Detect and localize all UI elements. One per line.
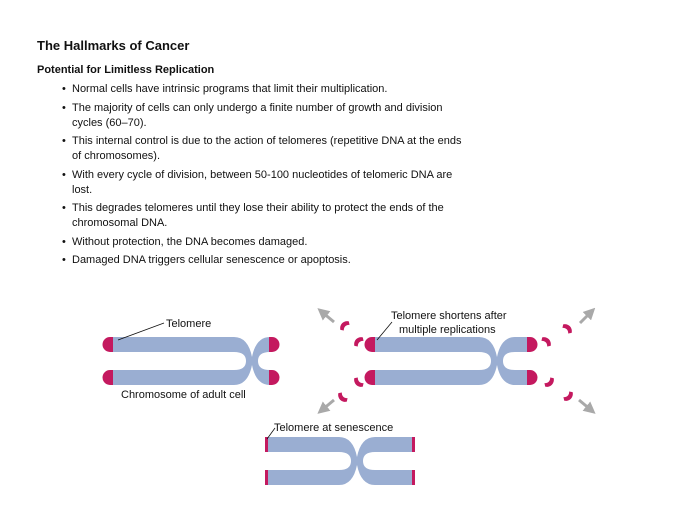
slide-title: The Hallmarks of Cancer <box>37 38 190 53</box>
telomere-fragment <box>563 391 573 401</box>
telomere-cap <box>265 437 268 452</box>
telomere-pointer-line <box>376 321 393 341</box>
label-telomere: Telomere <box>166 318 211 330</box>
slide-subtitle: Potential for Limitless Replication <box>37 64 215 76</box>
chromosome-body <box>265 437 415 485</box>
chromosome-body <box>372 337 530 385</box>
telomere-cap <box>102 337 113 352</box>
telomere-pointer-line <box>117 322 165 341</box>
telomere-fragment <box>340 321 350 331</box>
telomere-cap <box>269 337 280 352</box>
telomere-fragment <box>544 377 554 387</box>
telomere-fragment <box>354 337 364 347</box>
arrow-icon <box>317 398 335 414</box>
bullet-item: This degrades telomeres until they lose … <box>62 201 462 231</box>
telomere-cap <box>269 370 280 385</box>
telomere-fragment <box>541 337 551 347</box>
arrow-icon <box>578 307 596 325</box>
telomere-pointer-line <box>266 427 276 440</box>
label-shortens-line-2: multiple replications <box>399 324 496 336</box>
label-senescence: Telomere at senescence <box>274 422 393 434</box>
bullet-item: This internal control is due to the acti… <box>62 134 462 164</box>
telomere-cap <box>412 437 415 452</box>
bullet-item: Damaged DNA triggers cellular senescence… <box>62 253 462 268</box>
arrow-icon <box>317 308 335 324</box>
chromosome-body <box>110 337 272 385</box>
bullet-item: Without protection, the DNA becomes dama… <box>62 235 462 250</box>
telomere-cap <box>527 337 538 352</box>
bullet-list: Normal cells have intrinsic programs tha… <box>62 82 462 272</box>
telomere-fragment <box>354 377 364 387</box>
telomere-fragment <box>338 392 348 402</box>
telomere-fragment <box>562 324 572 334</box>
telomere-cap <box>102 370 113 385</box>
telomere-cap <box>364 370 375 385</box>
shortened-chromosome: Telomere shortens after multiple replicat… <box>317 307 596 414</box>
telomere-cap <box>412 470 415 485</box>
bullet-item: Normal cells have intrinsic programs tha… <box>62 82 462 97</box>
label-adult-cell: Chromosome of adult cell <box>121 389 246 401</box>
telomere-cap <box>364 337 375 352</box>
telomere-cap <box>265 470 268 485</box>
label-shortens-line-1: Telomere shortens after <box>391 310 507 322</box>
bullet-item: The majority of cells can only undergo a… <box>62 101 462 131</box>
arrow-icon <box>578 398 596 414</box>
telomere-cap <box>527 370 538 385</box>
senescence-chromosome: Telomere at senescence <box>265 422 415 485</box>
bullet-item: With every cycle of division, between 50… <box>62 168 462 198</box>
